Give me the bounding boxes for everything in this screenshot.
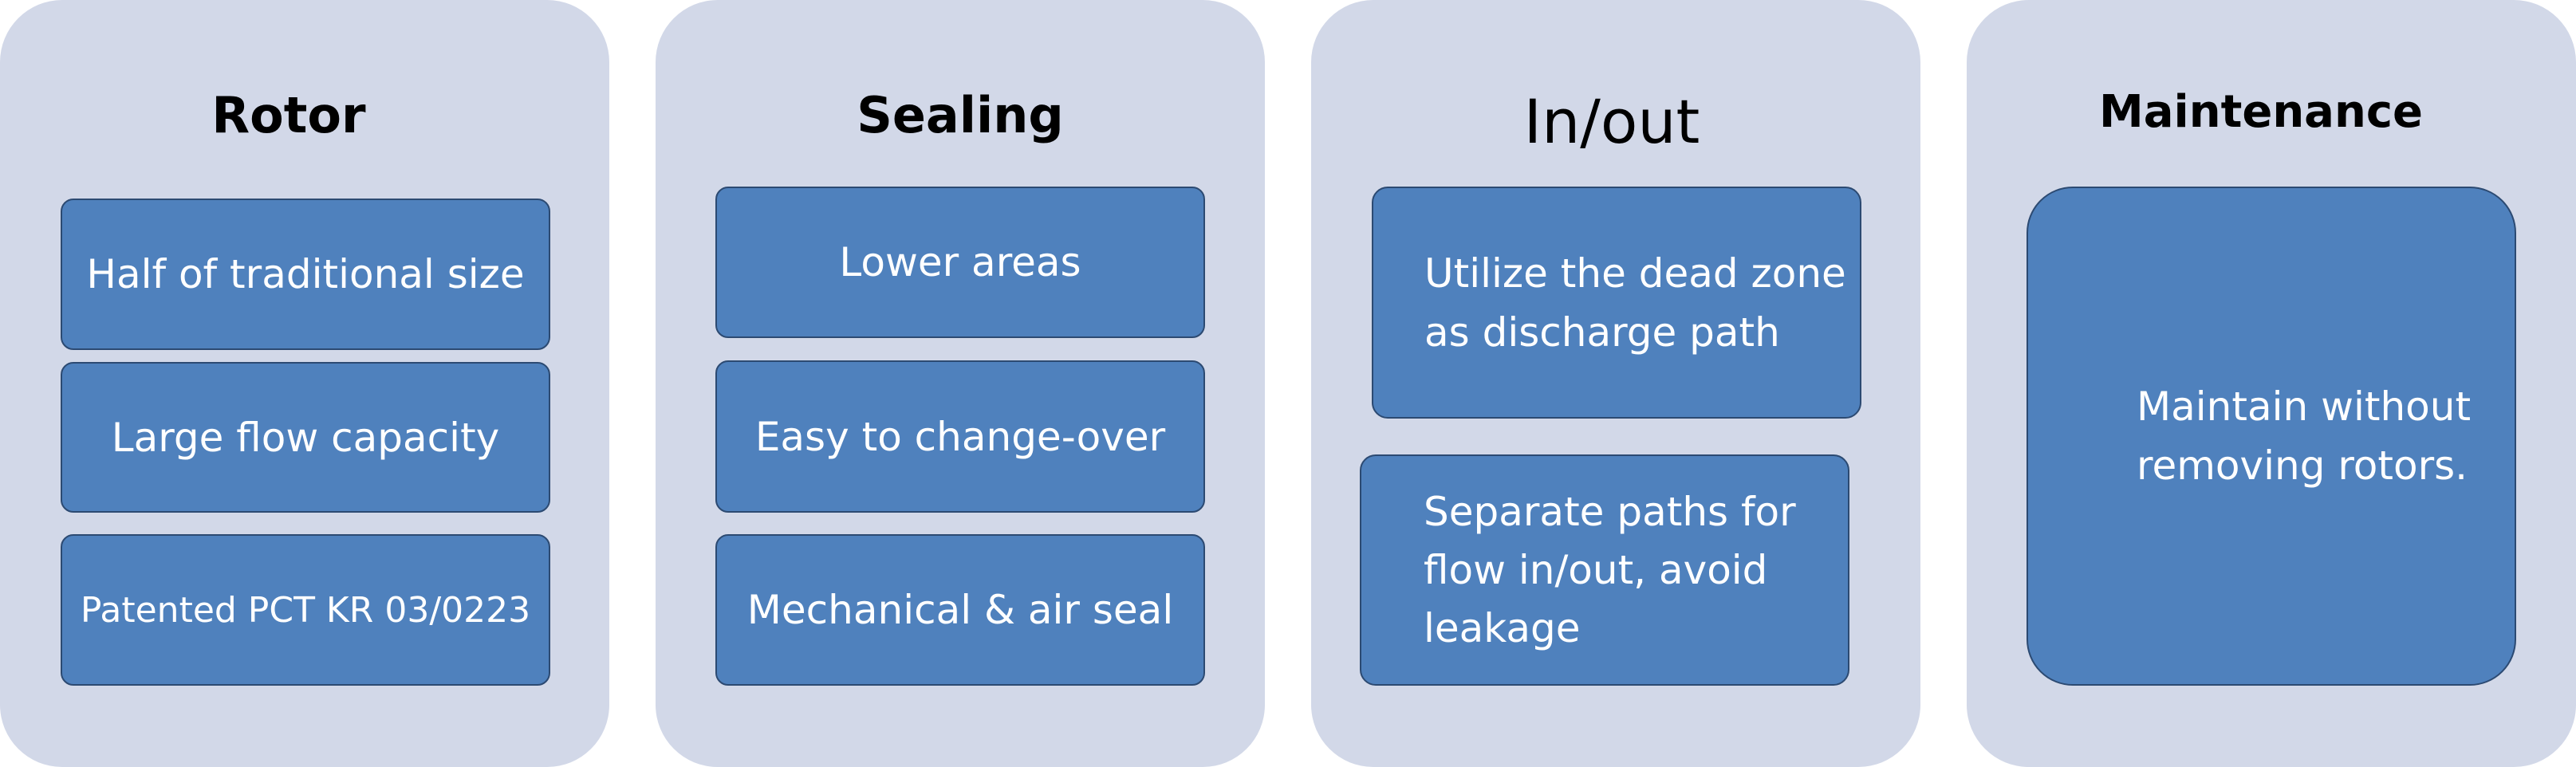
maintenance-item: Maintain without removing rotors. <box>2027 187 2516 686</box>
panel-title-sealing: Sealing <box>857 86 1064 144</box>
sealing-item-changeover: Easy to change-over <box>715 360 1205 513</box>
panel-title-maintenance: Maintenance <box>2098 86 2424 138</box>
sealing-item-areas-text: Lower areas <box>839 239 1081 285</box>
panel-title-inout: In/out <box>1523 86 1700 157</box>
rotor-item-patent: Patented PCT KR 03/0223 <box>61 534 550 686</box>
rotor-item-flow: Large flow capacity <box>61 362 550 513</box>
panel-rotor: Rotor Half of traditional size Large flo… <box>0 0 609 767</box>
panel-inout: In/out Utilize the dead zone as discharg… <box>1311 0 1920 767</box>
panel-sealing: Sealing Lower areas Easy to change-over … <box>656 0 1265 767</box>
sealing-item-seal: Mechanical & air seal <box>715 534 1205 686</box>
inout-item-paths-text: Separate paths for flow in/out, avoid le… <box>1424 488 1796 651</box>
rotor-item-flow-text: Large flow capacity <box>111 414 500 461</box>
sealing-item-changeover-text: Easy to change-over <box>754 413 1166 460</box>
rotor-item-patent-text: Patented PCT KR 03/0223 <box>80 589 531 631</box>
panel-maintenance: Maintenance Maintain without removing ro… <box>1967 0 2576 767</box>
panel-title-rotor: Rotor <box>211 86 366 144</box>
sealing-item-areas: Lower areas <box>715 187 1205 338</box>
inout-item-paths: Separate paths for flow in/out, avoid le… <box>1360 454 1849 686</box>
sealing-item-seal-text: Mechanical & air seal <box>746 587 1174 633</box>
inout-item-deadzone-text: Utilize the dead zone as discharge path <box>1424 250 1846 356</box>
maintenance-item-text: Maintain without removing rotors. <box>2137 384 2472 489</box>
rotor-item-size-text: Half of traditional size <box>86 251 525 297</box>
inout-item-deadzone: Utilize the dead zone as discharge path <box>1372 187 1861 419</box>
rotor-item-size: Half of traditional size <box>61 199 550 350</box>
